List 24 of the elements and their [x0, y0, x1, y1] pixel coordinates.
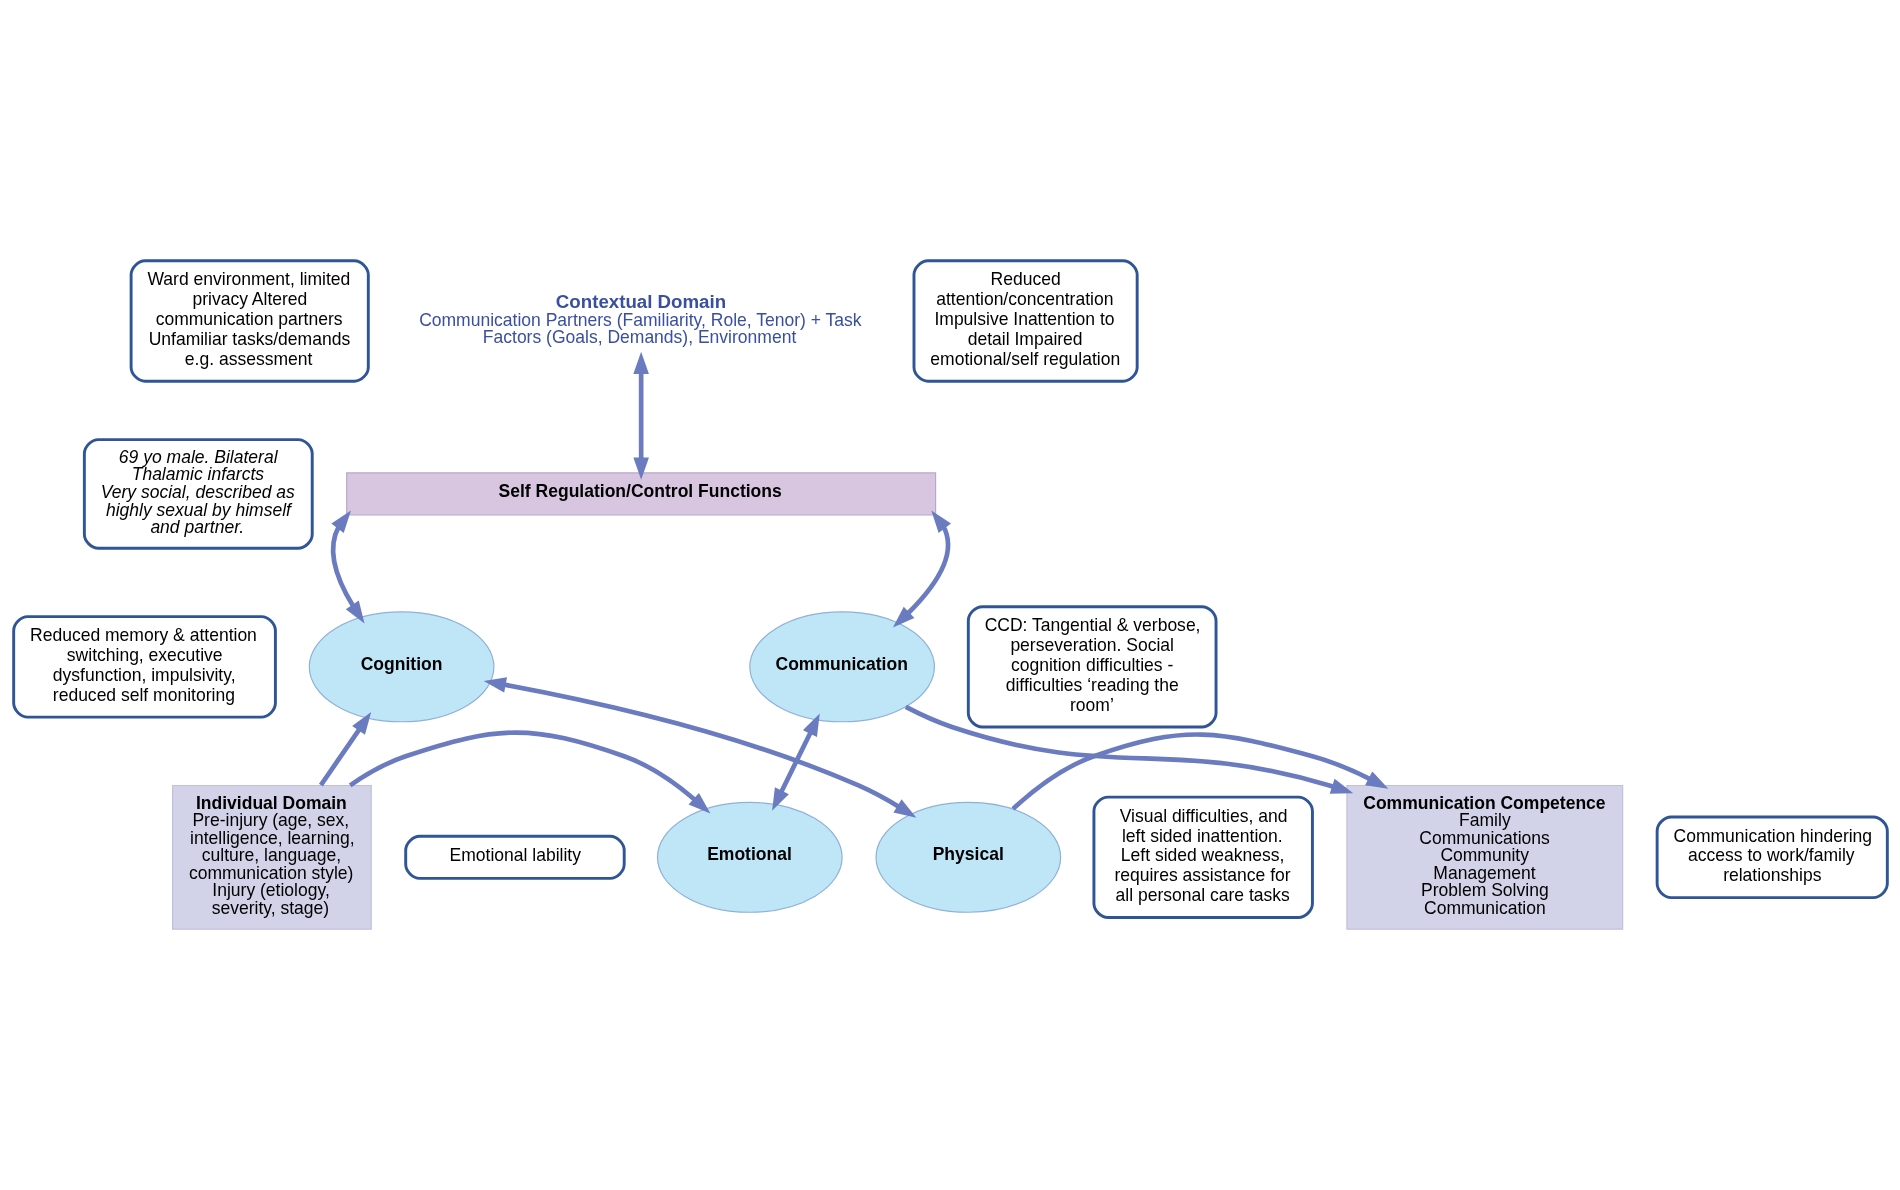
arrow	[330, 510, 365, 624]
node-box: Communication Competence Family Communications Community Management Problem Solving Communication	[1345, 784, 1623, 930]
node-box: Communication hindering access to work/family relationships	[1655, 815, 1889, 900]
arrow	[348, 730, 710, 814]
node-text: Contextual Domain Communication Partners (Familiarity, Role, Tenor) + Task Factors (Goals, Demands), Environment	[418, 290, 862, 348]
arrow	[632, 351, 649, 480]
node-box: Visual difficulties, and left sided inattention. Left sided weakness, requires assistance for all personal care tasks	[1091, 795, 1314, 919]
node-box: Individual Domain Pre-injury (age, sex, intelligence, learning, culture, language, communication style) Injury (etiology, severity, stage)	[171, 784, 372, 930]
arrow	[904, 704, 1353, 794]
node-ellipse: Communication	[748, 611, 935, 723]
node-box: Self Regulation/Control Functions	[345, 472, 936, 516]
arrow	[1010, 732, 1388, 811]
node-box: CCD: Tangential & verbose, perseveration. Social cognition difficulties - difficulties ‘reading the room’	[966, 605, 1217, 729]
arrow	[892, 510, 951, 628]
arrow	[771, 713, 820, 811]
node-box: Reduced attention/concentration Impulsive Inattention to detail Impaired emotional/self regulation	[912, 259, 1139, 383]
node-box: Emotional lability	[403, 834, 626, 880]
node-box: Reduced memory & attention switching, executive dysfunction, impulsivity, reduced self monitoring	[11, 615, 277, 719]
node-ellipse: Cognition	[308, 611, 494, 723]
node-box: Ward environment, limited privacy Altered communication partners Unfamiliar tasks/demands e.g. assessment	[129, 259, 370, 383]
node-ellipse: Emotional	[656, 801, 843, 913]
arrow	[483, 677, 916, 818]
arrow	[318, 712, 371, 787]
node-box: 69 yo male. Bilateral Thalamic infarcts Very social, described as highly sexual by himself and partner.	[82, 438, 314, 550]
